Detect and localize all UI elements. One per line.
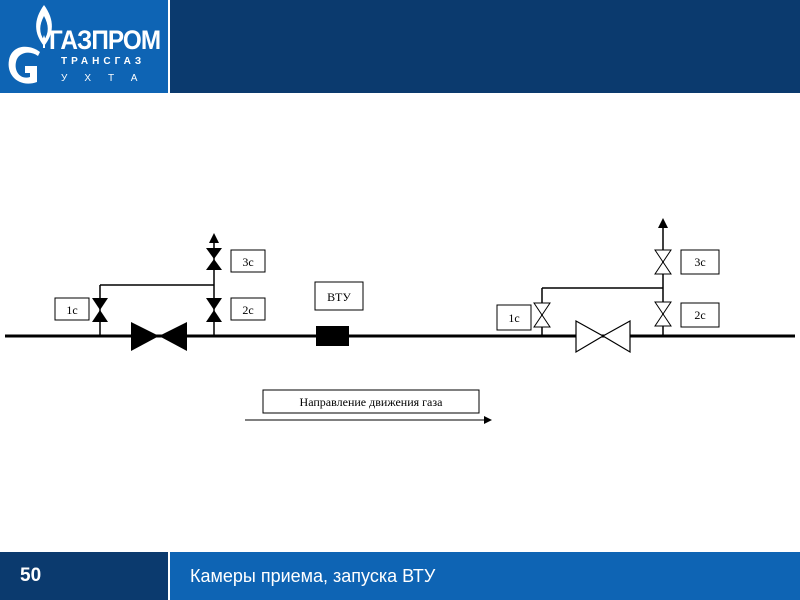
left-valve-1c [92, 298, 108, 322]
logo-panel: ГАЗПРОМ ТРАНСГАЗ УХТА [0, 0, 168, 93]
logo-brand-text: ГАЗПРОМ [49, 25, 161, 55]
right-valve-2c-label: 2с [694, 308, 705, 322]
left-vent-arrow-icon [209, 233, 219, 243]
logo-city-text: УХТА [61, 73, 155, 84]
right-vent-arrow-icon [658, 218, 668, 228]
right-valve-3c-label-box [680, 249, 720, 275]
right-main-valve [575, 319, 631, 354]
left-valve-2c-label-box [230, 297, 266, 321]
logo-company-text: ТРАНСГАЗ [61, 56, 146, 67]
right-chamber: 1с 2с 3с [496, 218, 720, 354]
left-main-valve [131, 322, 187, 351]
pig-device-label: ВТУ [327, 290, 351, 304]
header-divider [168, 0, 170, 93]
pipeline-diagram: 1с 2с 3с ВТУ 1с [5, 218, 795, 424]
left-valve-2c-label: 2с [242, 303, 253, 317]
right-valve-2c [654, 301, 672, 327]
right-valve-1c-label-box [496, 304, 532, 331]
slide-title: Камеры приема, запуска ВТУ [190, 566, 436, 586]
pig-device-label-box [314, 281, 364, 311]
right-valve-3c [654, 249, 672, 275]
header-bar [170, 0, 800, 93]
right-valve-1c-label: 1с [508, 311, 519, 325]
left-chamber: 1с 2с 3с [54, 233, 266, 351]
left-valve-3c [206, 248, 222, 270]
left-valve-3c-label-box [230, 249, 266, 273]
footer-number-panel [0, 552, 168, 600]
right-valve-1c [533, 302, 551, 328]
footer-title-bar [170, 552, 800, 600]
page-number: 50 [20, 565, 42, 586]
flow-direction-label: Направление движения газа [300, 395, 444, 409]
right-valve-2c-label-box [680, 302, 720, 328]
left-valve-3c-label: 3с [242, 255, 253, 269]
right-valve-3c-label: 3с [694, 255, 705, 269]
flow-direction-label-box [262, 389, 480, 414]
left-valve-1c-label-box [54, 297, 90, 321]
left-valve-1c-label: 1с [66, 303, 77, 317]
pig-device [316, 326, 349, 346]
left-valve-2c [206, 298, 222, 322]
gazprom-flame-logo-icon [8, 5, 52, 84]
footer-divider [168, 552, 170, 600]
